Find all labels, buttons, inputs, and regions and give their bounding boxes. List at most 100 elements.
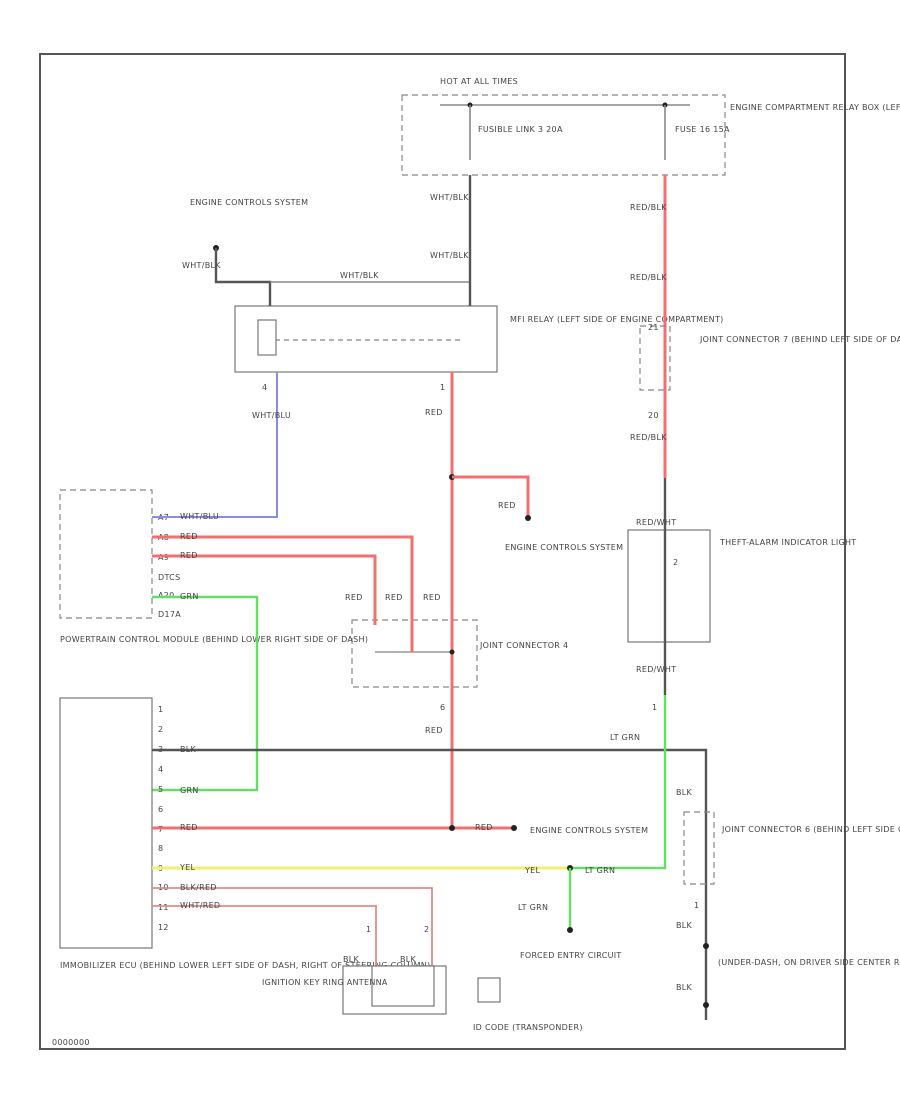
wire-label-blk-ant: BLK xyxy=(343,955,360,964)
wire-grn-pcm xyxy=(152,595,259,792)
engine-relay-box-label: ENGINE COMPARTMENT RELAY BOX (LEFT SIDE … xyxy=(730,103,900,112)
wire-label-blk-1: BLK xyxy=(180,745,197,754)
theft-pin-2: 2 xyxy=(673,558,678,567)
id-code-transponder-label: ID CODE (TRANSPONDER) xyxy=(473,1023,583,1032)
id-code-transponder xyxy=(477,977,501,1003)
wire-label-blk-3: BLK xyxy=(676,921,693,930)
wire-label-red-5: RED xyxy=(423,593,441,602)
wire-red-pcm-2 xyxy=(152,554,377,625)
wire-label-red-wht-1: RED/WHT xyxy=(636,518,676,527)
immobilizer-ecu-label: IMMOBILIZER ECU (BEHIND LOWER LEFT SIDE … xyxy=(60,961,431,970)
wire-label-red-imm-2: RED xyxy=(475,823,493,832)
relay-coil xyxy=(257,319,277,356)
theft-alarm-indicator xyxy=(627,529,711,643)
antenna-pin-1: 1 xyxy=(366,925,371,934)
wire-label-red-3: RED xyxy=(345,593,363,602)
wire-label-red-imm-1: RED xyxy=(180,823,198,832)
joint-connector-7 xyxy=(639,325,671,391)
wire-wht-red-antenna xyxy=(152,905,377,966)
theft-pin-1: 1 xyxy=(652,703,657,712)
joint-connector-7-pin-bottom: 20 xyxy=(648,411,659,420)
wire-label-wht-blu-1: WHT/BLU xyxy=(252,411,291,420)
wire-label-blk-4: BLK xyxy=(676,983,693,992)
wire-blk-imm-ground xyxy=(152,748,708,1020)
fusible-link-label: FUSIBLE LINK 3 20A xyxy=(478,125,563,134)
joint-connector-6 xyxy=(683,811,715,885)
antenna-coil xyxy=(371,965,435,1007)
ground-label: (UNDER-DASH, ON DRIVER SIDE CENTER REINF… xyxy=(718,958,900,967)
imm-pin-1: 1 xyxy=(158,705,163,714)
red-splice-bottom xyxy=(449,825,455,831)
wire-label-red-blk-3: RED/BLK xyxy=(630,433,667,442)
pcm-pin-e: A20 xyxy=(158,591,175,600)
pcm-label: POWERTRAIN CONTROL MODULE (BEHIND LOWER … xyxy=(60,635,368,644)
wire-label-red-pcm-1: RED xyxy=(180,532,198,541)
wire-red-to-engine-controls-mid xyxy=(452,475,530,518)
pcm-pin-f: D17A xyxy=(158,610,181,619)
immobilizer-ecu xyxy=(59,697,153,949)
pcm-pin-dtcs: DTCS xyxy=(158,573,180,582)
theft-alarm-label: THEFT-ALARM INDICATOR LIGHT xyxy=(719,538,856,547)
powertrain-control-module xyxy=(59,489,153,619)
wire-label-red-blk-1: RED/BLK xyxy=(630,203,667,212)
wire-label-red-pcm-2: RED xyxy=(180,551,198,560)
wire-label-red-2: RED xyxy=(498,501,516,510)
ground-terminal xyxy=(703,1002,709,1008)
wire-label-lt-grn-1: LT GRN xyxy=(585,866,615,875)
joint-connector-7-pin-top: 21 xyxy=(648,323,659,332)
wire-label-wht-blk-3: WHT/BLK xyxy=(430,193,469,202)
antenna-pin-2: 2 xyxy=(424,925,429,934)
joint-connector-7-label: JOINT CONNECTOR 7 (BEHIND LEFT SIDE OF D… xyxy=(699,335,900,344)
mfi-relay xyxy=(234,305,498,373)
wire-label-blk-ant-2: BLK xyxy=(400,955,417,964)
wire-label-red-wht-2: RED/WHT xyxy=(636,665,676,674)
wire-label-wht-blk-1: WHT/BLK xyxy=(182,261,221,270)
imm-pin-6: 6 xyxy=(158,805,163,814)
engine-controls-top-label: ENGINE CONTROLS SYSTEM xyxy=(190,198,308,207)
wire-label-lt-grn-2: LT GRN xyxy=(518,903,548,912)
wire-label-red-blk-2: RED/BLK xyxy=(630,273,667,282)
jc4-splice xyxy=(449,649,455,655)
imm-pin-5: 5 xyxy=(158,785,163,794)
forced-entry-terminal xyxy=(567,927,573,933)
fuse-label: FUSE 16 15A xyxy=(675,125,730,134)
engine-relay-box xyxy=(401,94,726,176)
wire-label-grn-imm: GRN xyxy=(180,786,199,795)
joint-connector-4-label: JOINT CONNECTOR 4 xyxy=(479,641,568,650)
jc4-pin-out: 6 xyxy=(440,703,445,712)
ignition-key-antenna-label: IGNITION KEY RING ANTENNA xyxy=(262,978,388,987)
engine-controls-mid-terminal xyxy=(525,515,531,521)
imm-pin-4: 4 xyxy=(158,765,163,774)
wire-wht-blu-pcm xyxy=(152,372,278,518)
wire-label-red-1: RED xyxy=(425,408,443,417)
wire-label-wht-blk-4: WHT/BLK xyxy=(430,251,469,260)
wire-label-blk-red: BLK/RED xyxy=(180,883,217,892)
ground-splice xyxy=(703,943,709,949)
wire-label-wht-red: WHT/RED xyxy=(180,901,220,910)
footer-code: 0000000 xyxy=(52,1038,90,1047)
wire-label-grn-pcm: GRN xyxy=(180,592,199,601)
mfi-relay-label: MFI RELAY (LEFT SIDE OF ENGINE COMPARTME… xyxy=(510,315,724,324)
wire-red-pcm-1 xyxy=(152,535,414,652)
imm-pin-11: 11 xyxy=(158,903,169,912)
wire-label-wht-blu-2: WHT/BLU xyxy=(180,512,219,521)
wire-label-yel-2: YEL xyxy=(524,866,541,875)
imm-pin-2: 2 xyxy=(158,725,163,734)
joint-connector-6-label: JOINT CONNECTOR 6 (BEHIND LEFT SIDE OF D… xyxy=(721,825,900,834)
wire-blk-red-antenna xyxy=(152,887,433,966)
engine-controls-bottom-terminal xyxy=(511,825,517,831)
wire-label-blk-2: BLK xyxy=(676,788,693,797)
wire-wht-blk-engine-controls xyxy=(214,248,272,306)
wire-label-lt-grn-top: LT GRN xyxy=(610,733,640,742)
diagram-frame xyxy=(39,53,846,1050)
wire-label-red-6: RED xyxy=(425,726,443,735)
imm-pin-8: 8 xyxy=(158,844,163,853)
relay-pin-4: 4 xyxy=(262,383,267,392)
hot-at-all-times-label: HOT AT ALL TIMES xyxy=(440,77,518,86)
joint-connector-4 xyxy=(351,619,478,688)
jc6-pin-bottom: 1 xyxy=(694,901,699,910)
wire-label-red-4: RED xyxy=(385,593,403,602)
imm-pin-12: 12 xyxy=(158,923,169,932)
wire-lt-grn-theft xyxy=(570,695,667,870)
